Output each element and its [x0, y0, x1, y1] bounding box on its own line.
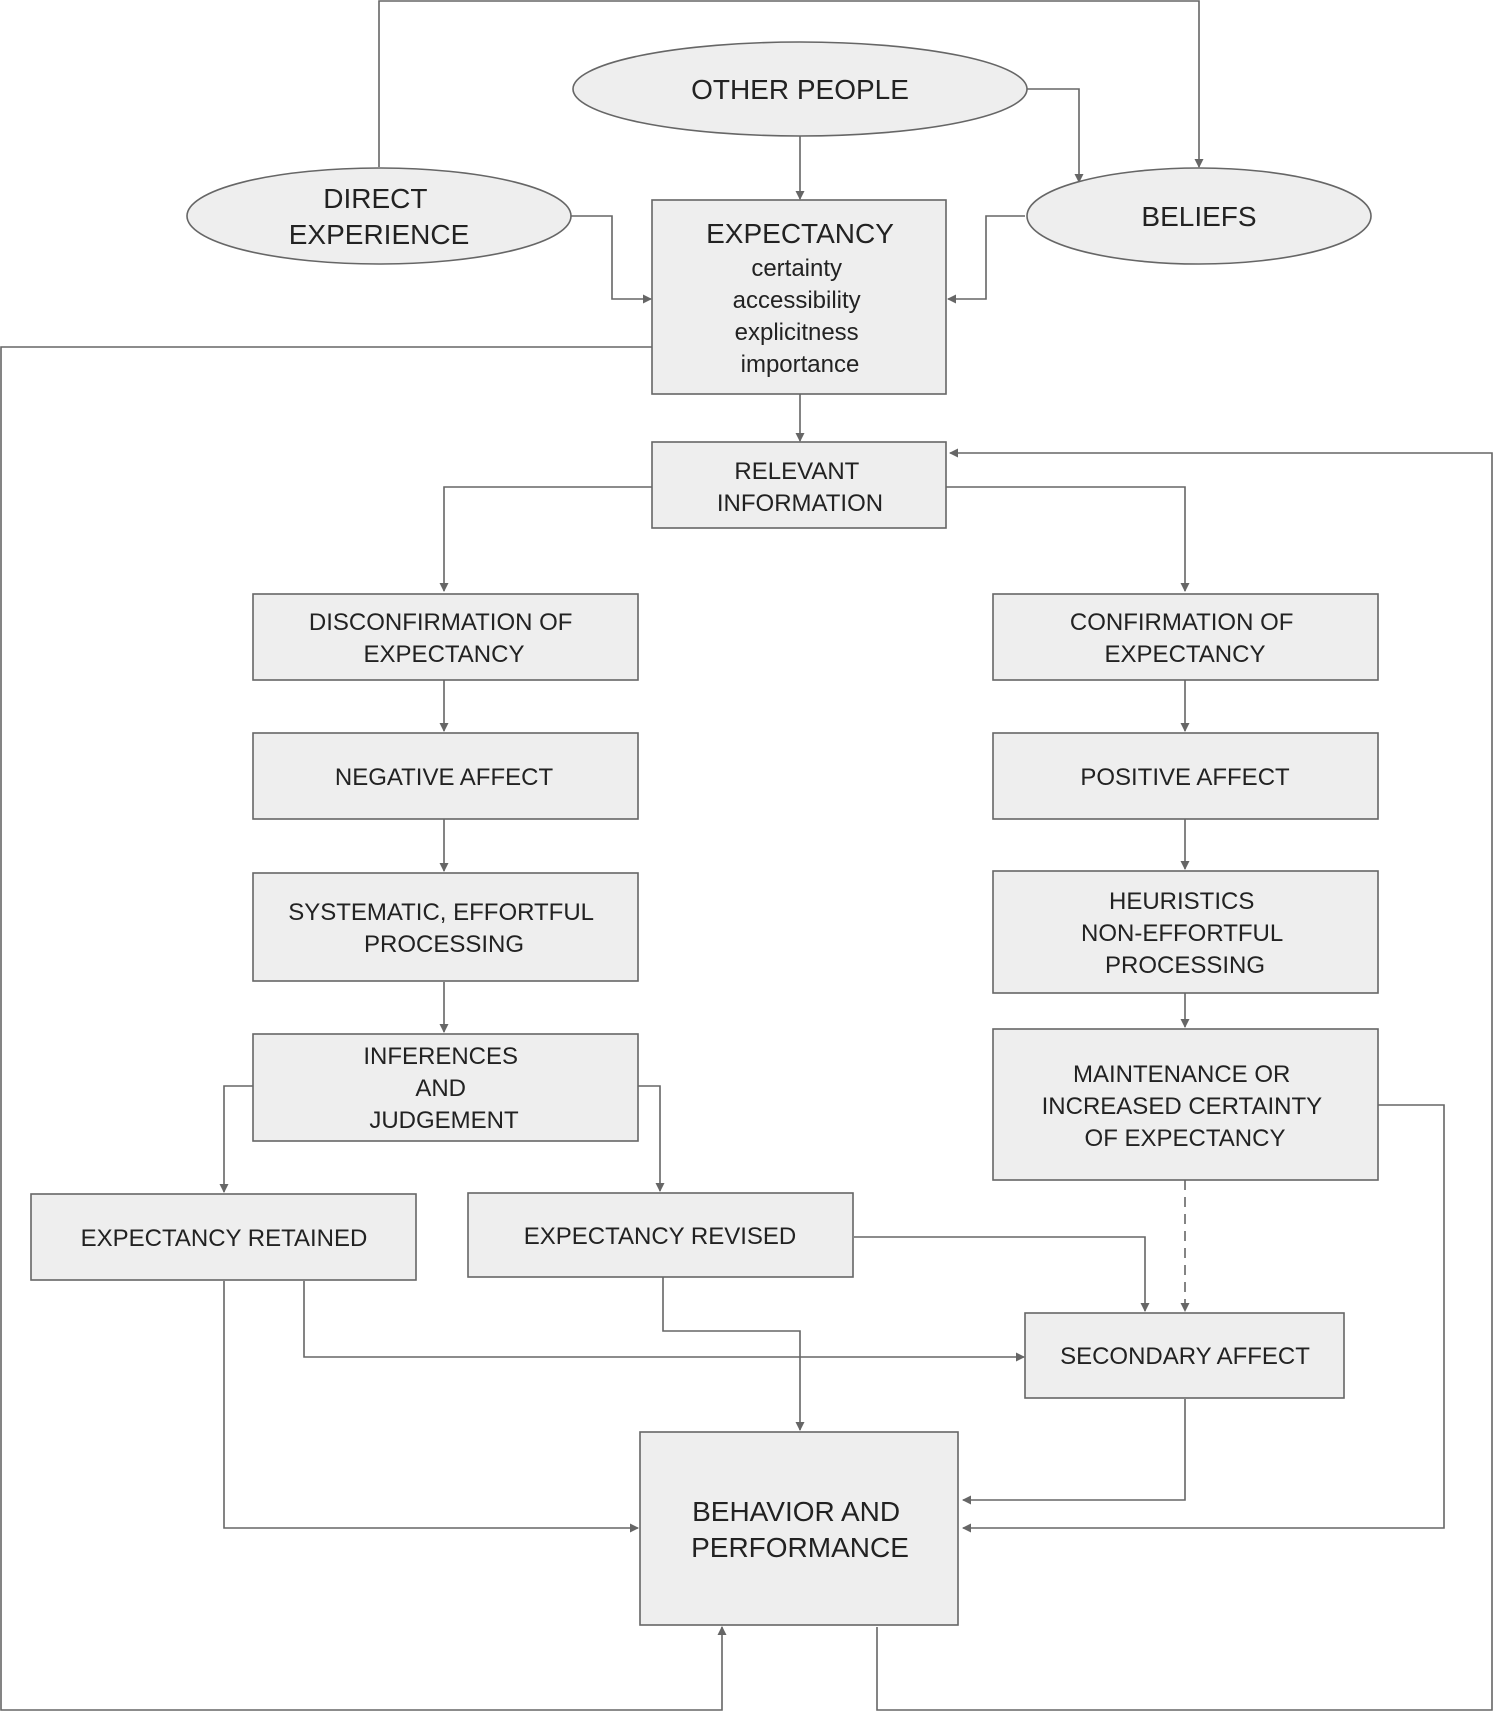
- svg-text:EXPECTANCY: EXPECTANCY: [706, 218, 894, 249]
- node-negative-affect: NEGATIVE AFFECT: [252, 732, 639, 820]
- node-label-line: PROCESSING: [364, 931, 524, 958]
- svg-text:HEURISTICS NON-EFFORTFUL: HEURISTICS NON-EFFORTFUL PROCESSING: [1081, 888, 1289, 979]
- svg-text:certainty accessibility: certainty accessibility explicitness imp…: [733, 255, 868, 378]
- edge-expectancy-retained-to-secondary-affect: [303, 1281, 1025, 1362]
- svg-text:SECONDARY AFFECT: SECONDARY AFFECT: [1060, 1343, 1310, 1370]
- node-beliefs: BELIEFS: [1026, 167, 1372, 265]
- node-positive-affect: POSITIVE AFFECT: [992, 732, 1379, 820]
- expectancy-attribute: importance: [741, 351, 860, 378]
- svg-text:EXPECTANCY RETAINED: EXPECTANCY RETAINED: [81, 1225, 368, 1252]
- edge-expectancy-retained-to-behavior: [223, 1281, 639, 1533]
- svg-text:NEGATIVE AFFECT: NEGATIVE AFFECT: [335, 764, 554, 791]
- node-label-line: EXPECTANCY: [1105, 641, 1266, 668]
- svg-text:CONFIRMATION OF EXPECTAN: CONFIRMATION OF EXPECTANCY: [1070, 609, 1300, 668]
- svg-text:DISCONFIRMATION OF EXPEC: DISCONFIRMATION OF EXPECTANCY: [309, 609, 579, 668]
- node-label-line: POSITIVE AFFECT: [1080, 764, 1290, 791]
- svg-text:BEHAVIOR AND PERFORMANCE: BEHAVIOR AND PERFORMANCE: [691, 1496, 909, 1563]
- svg-text:MAINTENANCE OR INCREASED: MAINTENANCE OR INCREASED CERTAINTY OF EX…: [1042, 1061, 1329, 1152]
- node-label-line: SYSTEMATIC, EFFORTFUL: [288, 899, 593, 926]
- node-label-line: HEURISTICS: [1109, 888, 1254, 915]
- expectancy-attribute: accessibility: [733, 287, 861, 314]
- svg-text:BELIEFS: BELIEFS: [1141, 201, 1256, 232]
- node-label-line: JUDGEMENT: [369, 1107, 519, 1134]
- edge-direct-experience-to-beliefs: [378, 0, 1204, 168]
- node-disconfirmation-of-expectancy: DISCONFIRMATION OF EXPECTANCY: [252, 593, 639, 681]
- node-confirmation-of-expectancy: CONFIRMATION OF EXPECTANCY: [992, 593, 1379, 681]
- node-label-line: EXPECTANCY RETAINED: [81, 1225, 368, 1252]
- node-label-line: EXPERIENCE: [289, 219, 470, 250]
- edge-other-people-to-beliefs: [1026, 88, 1084, 183]
- node-expectancy: EXPECTANCY certainty accessibility expli…: [651, 199, 947, 395]
- node-label-line: PROCESSING: [1105, 952, 1265, 979]
- node-direct-experience: DIRECT EXPERIENCE: [186, 167, 572, 265]
- node-label-line: INFORMATION: [717, 490, 883, 517]
- svg-text:EXPECTANCY REVISED: EXPECTANCY REVISED: [524, 1223, 797, 1250]
- edge-relevant-information-to-disconfirmation: [439, 486, 652, 592]
- node-label-line: INFERENCES: [363, 1043, 518, 1070]
- expectancy-attribute: explicitness: [735, 319, 859, 346]
- node-heuristics-non-effortful-processing: HEURISTICS NON-EFFORTFUL PROCESSING: [992, 870, 1379, 994]
- node-label-line: EXPECTANCY REVISED: [524, 1223, 797, 1250]
- edge-inferences-to-expectancy-retained: [219, 1085, 253, 1193]
- node-label-line: DISCONFIRMATION OF: [309, 609, 573, 636]
- node-inferences-and-judgement: INFERENCES AND JUDGEMENT: [252, 1033, 639, 1142]
- node-label-line: PERFORMANCE: [691, 1532, 909, 1563]
- node-expectancy-revised: EXPECTANCY REVISED: [467, 1192, 854, 1278]
- svg-text:RELEVANT INFORMATION: RELEVANT INFORMATION: [717, 458, 883, 517]
- node-label-line: SECONDARY AFFECT: [1060, 1343, 1310, 1370]
- edge-behavior-to-relevant-information: [876, 448, 1493, 1711]
- node-label-line: BELIEFS: [1141, 201, 1256, 232]
- node-label-line: MAINTENANCE OR: [1073, 1061, 1290, 1088]
- node-secondary-affect: SECONDARY AFFECT: [1024, 1312, 1345, 1399]
- svg-text:DIRECT EXPERIENCE: DIRECT EXPERIENCE: [289, 183, 470, 250]
- edge-expectancy-revised-to-secondary-affect: [854, 1236, 1150, 1312]
- edge-inferences-to-expectancy-revised: [638, 1085, 665, 1192]
- edge-maintenance-to-behavior: [962, 1104, 1445, 1533]
- expectancy-title: EXPECTANCY: [706, 218, 894, 249]
- edge-relevant-information-to-confirmation: [945, 486, 1190, 592]
- node-label-line: BEHAVIOR AND: [692, 1496, 900, 1527]
- node-label-line: INCREASED CERTAINTY: [1042, 1093, 1322, 1120]
- edge-expectancy-to-behavior: [0, 346, 727, 1711]
- edge-expectancy-revised-to-behavior: [662, 1277, 805, 1431]
- node-other-people: OTHER PEOPLE: [572, 41, 1028, 137]
- node-expectancy-retained: EXPECTANCY RETAINED: [30, 1193, 417, 1281]
- expectancy-attribute: certainty: [751, 255, 842, 282]
- node-label-line: OTHER PEOPLE: [691, 74, 909, 105]
- svg-text:POSITIVE AFFECT: POSITIVE AFFECT: [1080, 764, 1290, 791]
- node-label-line: NEGATIVE AFFECT: [335, 764, 554, 791]
- svg-text:OTHER PEOPLE: OTHER PEOPLE: [691, 74, 909, 105]
- node-label-line: OF EXPECTANCY: [1085, 1125, 1286, 1152]
- edge-direct-experience-to-expectancy: [571, 215, 652, 304]
- svg-text:INFERENCES AND JUD: INFERENCES AND JUDGEMENT: [363, 1043, 524, 1134]
- node-behavior-and-performance: BEHAVIOR AND PERFORMANCE: [639, 1431, 959, 1626]
- node-label-line: EXPECTANCY: [364, 641, 525, 668]
- node-label-line: CONFIRMATION OF: [1070, 609, 1294, 636]
- edge-beliefs-to-expectancy: [947, 215, 1025, 304]
- node-maintenance-or-increased-certainty: MAINTENANCE OR INCREASED CERTAINTY OF EX…: [992, 1028, 1379, 1181]
- node-label-line: RELEVANT: [734, 458, 859, 485]
- node-label-line: AND: [415, 1075, 466, 1102]
- node-label-line: NON-EFFORTFUL: [1081, 920, 1283, 947]
- node-systematic-effortful-processing: SYSTEMATIC, EFFORTFUL PROCESSING: [252, 872, 639, 982]
- node-label-line: DIRECT: [323, 183, 427, 214]
- node-relevant-information: RELEVANT INFORMATION: [651, 441, 947, 529]
- svg-text:SYSTEMATIC, EFFORTFUL PR: SYSTEMATIC, EFFORTFUL PROCESSING: [288, 899, 600, 958]
- edge-secondary-affect-to-behavior: [962, 1399, 1186, 1505]
